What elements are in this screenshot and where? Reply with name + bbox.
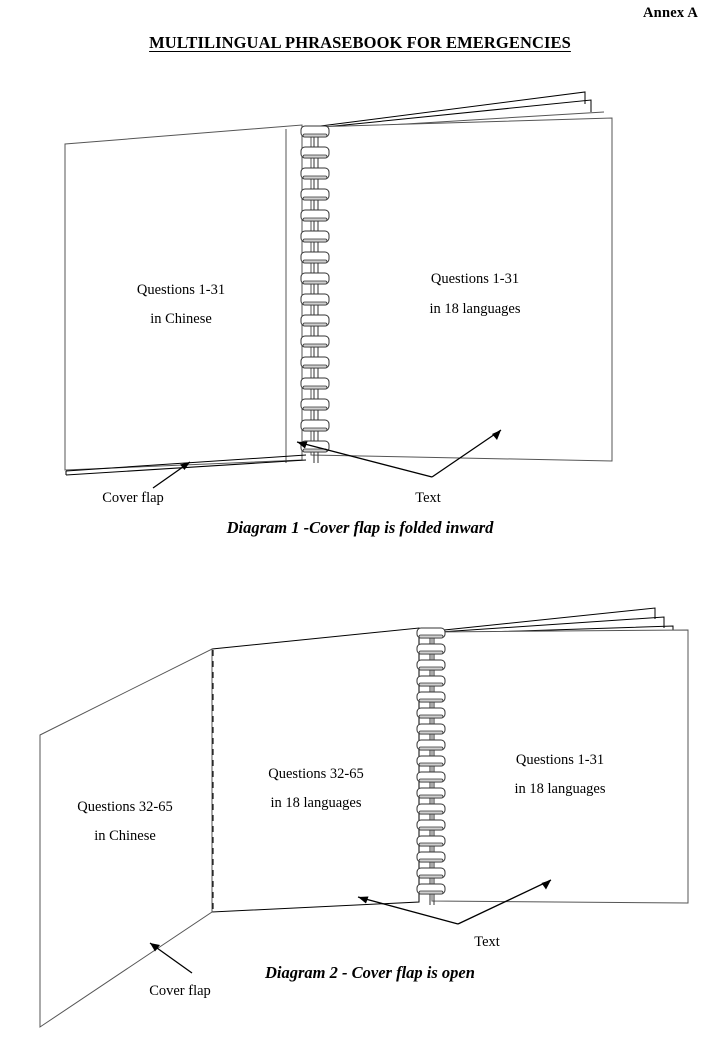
ring bbox=[300, 209, 330, 222]
d1-cover-flap-label: Cover flap bbox=[102, 490, 164, 506]
d2-middle-line2: in 18 languages bbox=[270, 795, 361, 811]
ring bbox=[300, 188, 330, 201]
d2-spiral-binding bbox=[416, 627, 446, 905]
d1-cover-flap-arrowhead bbox=[180, 462, 190, 470]
ring bbox=[416, 659, 446, 671]
ring bbox=[416, 723, 446, 735]
d1-text-leader-left bbox=[296, 441, 433, 478]
ring bbox=[416, 883, 446, 895]
ring bbox=[300, 314, 330, 327]
ring bbox=[416, 771, 446, 783]
ring bbox=[300, 398, 330, 411]
annex-label: Annex A bbox=[643, 5, 698, 21]
d1-spiral-binding bbox=[300, 125, 330, 463]
ring bbox=[300, 356, 330, 369]
ring bbox=[300, 293, 330, 306]
d1-right-page bbox=[310, 117, 613, 462]
ring bbox=[300, 377, 330, 390]
ring bbox=[416, 675, 446, 687]
ring bbox=[416, 803, 446, 815]
page-title-text: MULTILINGUAL PHRASEBOOK FOR EMERGENCIES bbox=[149, 33, 571, 52]
d2-text-label: Text bbox=[474, 934, 500, 950]
ring bbox=[416, 867, 446, 879]
ring bbox=[300, 167, 330, 180]
d2-text-leader-left bbox=[357, 896, 459, 925]
page-title: MULTILINGUAL PHRASEBOOK FOR EMERGENCIES bbox=[0, 33, 720, 53]
ring bbox=[416, 691, 446, 703]
d1-leaders bbox=[152, 429, 502, 489]
d2-right-line2: in 18 languages bbox=[514, 781, 605, 797]
d2-leaders bbox=[149, 879, 552, 974]
d1-text-left-arrowhead bbox=[297, 441, 308, 449]
ring bbox=[300, 272, 330, 285]
d1-right-page-line2: in 18 languages bbox=[429, 301, 520, 317]
d1-text-label: Text bbox=[415, 490, 441, 506]
ring bbox=[416, 739, 446, 751]
d1-text-leader-right bbox=[431, 429, 502, 478]
ring bbox=[416, 787, 446, 799]
d2-cover-flap-arrowhead bbox=[150, 943, 160, 952]
ring bbox=[300, 146, 330, 159]
ring bbox=[416, 627, 446, 639]
d2-text-leader-right bbox=[457, 879, 552, 925]
d1-left-page-line1: Questions 1-31 bbox=[137, 282, 225, 298]
ring bbox=[416, 755, 446, 767]
diagram-2-caption: Diagram 2 - Cover flap is open bbox=[265, 963, 475, 982]
d2-flap-panel bbox=[39, 648, 213, 1028]
d2-flap-line1: Questions 32-65 bbox=[77, 799, 172, 815]
ring bbox=[416, 643, 446, 655]
d1-text-right-arrowhead bbox=[492, 430, 501, 440]
ring bbox=[300, 230, 330, 243]
diagram-1-caption: Diagram 1 -Cover flap is folded inward bbox=[226, 518, 494, 537]
ring bbox=[416, 707, 446, 719]
ring bbox=[300, 419, 330, 432]
ring bbox=[300, 251, 330, 264]
d2-cover-flap-label: Cover flap bbox=[149, 983, 211, 999]
d2-text-left-arrowhead bbox=[358, 896, 369, 904]
ring bbox=[300, 440, 330, 453]
ring bbox=[300, 125, 330, 138]
d2-text-right-arrowhead bbox=[541, 880, 551, 890]
ring bbox=[416, 835, 446, 847]
d1-left-page-line2: in Chinese bbox=[150, 311, 212, 327]
d2-right-line1: Questions 1-31 bbox=[516, 752, 604, 768]
d2-flap-line2: in Chinese bbox=[94, 828, 156, 844]
ring bbox=[300, 335, 330, 348]
ring bbox=[416, 851, 446, 863]
d2-middle-line1: Questions 32-65 bbox=[268, 766, 363, 782]
ring bbox=[416, 819, 446, 831]
d1-right-page-line1: Questions 1-31 bbox=[431, 271, 519, 287]
